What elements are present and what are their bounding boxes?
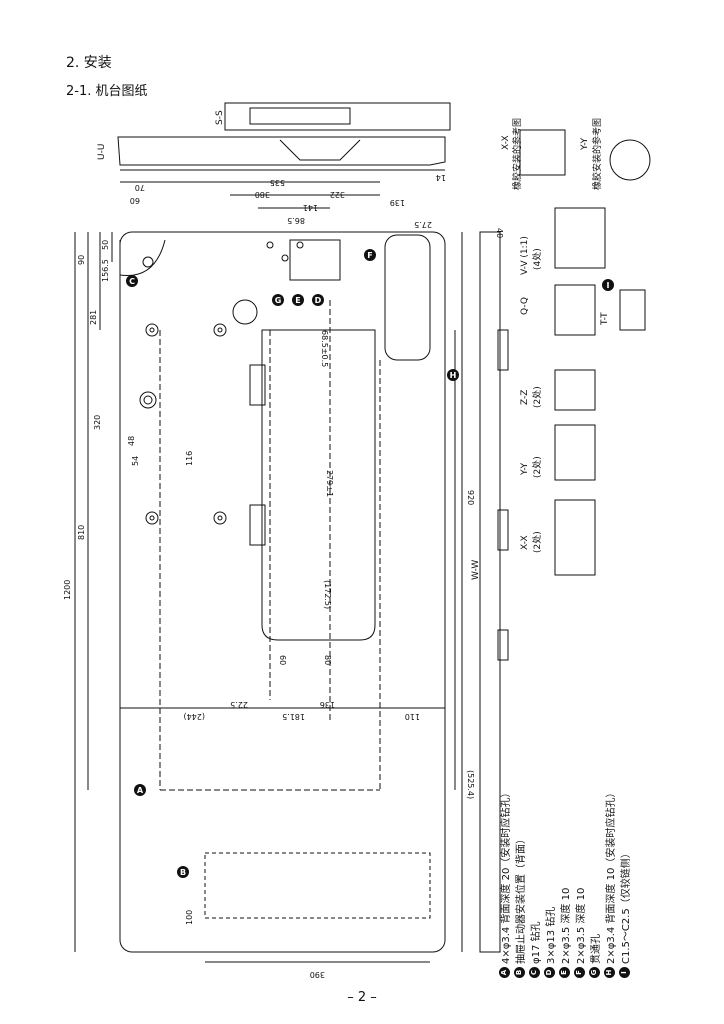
label-zz-count: (2处) <box>531 386 543 408</box>
label-rubber-1: 橡胶安装的参考图 <box>511 118 523 190</box>
marker-f: F <box>364 249 376 261</box>
svg-text:F: F <box>367 251 372 260</box>
marker-c: C <box>126 275 138 287</box>
dim-60: 60 <box>130 196 140 205</box>
section-ww <box>479 231 501 953</box>
dim-54: 54 <box>131 456 140 466</box>
label-xx-count: (2处) <box>531 531 543 553</box>
dim-322: 322 <box>330 190 345 199</box>
svg-text:G: G <box>275 296 282 305</box>
dim-60b: 60 <box>278 655 287 665</box>
label-qq: Q-Q <box>520 297 530 315</box>
dim-279: 279±1 <box>325 470 334 497</box>
marker-d: D <box>312 294 324 306</box>
dim-27: 27.5 <box>414 220 432 229</box>
svg-text:D: D <box>315 296 322 305</box>
label-zz: Z-Z <box>520 390 530 405</box>
label-vv: V-V (1:1) <box>520 236 530 275</box>
dim-110: 110 <box>405 712 420 721</box>
dim-136: 136 <box>320 700 335 709</box>
label-ss: S-S <box>215 110 225 125</box>
dim-380: 380 <box>255 190 270 199</box>
dim-390: 390 <box>310 970 325 979</box>
label-tt: T-T <box>600 312 610 326</box>
section-uu <box>117 136 446 166</box>
svg-text:B: B <box>180 868 186 877</box>
dim-525: (525.4) <box>466 770 475 799</box>
detail-yy2 <box>554 424 596 481</box>
label-xx: X-X <box>520 535 530 550</box>
detail-yy <box>609 139 651 181</box>
dim-68: 68.5±0.5 <box>320 330 329 367</box>
label-ww: W-W <box>471 560 481 580</box>
dim-48: 48 <box>127 436 136 446</box>
label-xx-ref: X-X <box>501 135 511 150</box>
marker-g: G <box>272 294 284 306</box>
svg-text:H: H <box>450 371 457 380</box>
label-yy: Y-Y <box>520 462 530 476</box>
detail-xx <box>519 129 566 176</box>
marker-a: A <box>134 784 146 796</box>
label-yy-count: (2处) <box>531 456 543 478</box>
dim-22: 22.5 <box>230 700 248 709</box>
dim-139: 139 <box>390 198 405 207</box>
svg-text:A: A <box>137 786 144 795</box>
drawer-area <box>204 852 431 919</box>
detail-xx2 <box>554 499 596 576</box>
dim-116: 116 <box>185 451 194 466</box>
detail-zz <box>554 369 596 411</box>
dim-100: 100 <box>185 910 194 925</box>
dim-90: 90 <box>77 255 86 265</box>
dim-281: 281 <box>89 310 98 325</box>
dim-244: (244) <box>183 712 205 721</box>
svg-text:C: C <box>129 277 135 286</box>
dim-156: 156.5 <box>101 259 110 282</box>
marker-i: I <box>602 279 614 291</box>
label-uu: U-U <box>97 144 107 160</box>
dim-50: 50 <box>101 240 110 250</box>
label-vv-count: (4处) <box>531 248 543 270</box>
detail-qq <box>554 284 596 336</box>
dim-181: 181.5 <box>282 712 305 721</box>
dim-86: 86.5 <box>287 216 305 225</box>
dim-40: 40 <box>495 228 504 238</box>
marker-b: B <box>177 866 189 878</box>
marker-e: E <box>292 294 304 306</box>
detail-tt <box>619 289 646 331</box>
table-outline <box>119 231 446 953</box>
machine-cutout <box>261 329 376 641</box>
dim-141: 141 <box>303 203 318 212</box>
subsection-heading: 2-1. 机台图纸 <box>66 84 148 99</box>
svg-text:E: E <box>295 296 300 305</box>
detail-vv <box>554 207 606 269</box>
top-recess <box>384 234 431 361</box>
label-yy-ref: Y-Y <box>580 137 590 151</box>
label-rubber-2: 橡胶安装的参考图 <box>591 118 603 190</box>
marker-h: H <box>447 369 459 381</box>
section-heading: 2. 安装 <box>66 55 112 71</box>
dim-320: 320 <box>93 415 102 430</box>
dim-810: 810 <box>77 525 86 540</box>
dim-14: 14 <box>436 173 446 182</box>
dim-80: 80 <box>323 655 332 665</box>
dim-1200: 1200 <box>63 580 72 600</box>
dim-920: 920 <box>466 490 475 505</box>
page-number: – 2 – <box>347 990 377 1005</box>
dim-172: (172.5) <box>323 580 332 609</box>
section-ss <box>224 102 451 131</box>
dim-70: 70 <box>135 183 145 192</box>
dim-535: 535 <box>270 178 285 187</box>
svg-text:I: I <box>607 281 610 290</box>
